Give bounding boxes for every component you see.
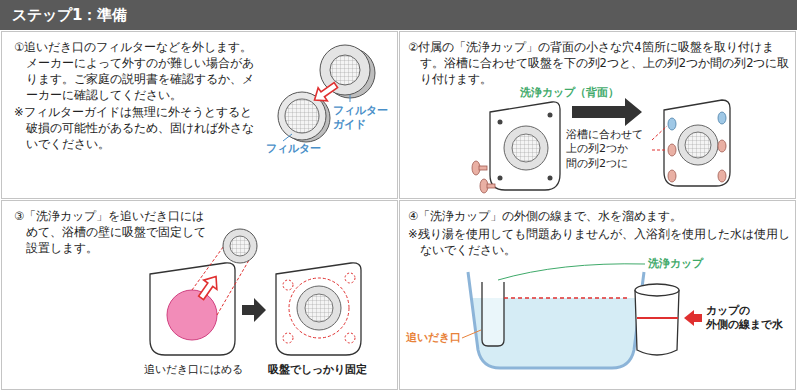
cup-back-drawing — [472, 102, 560, 193]
step-heading: ステップ1：準備 — [12, 5, 127, 25]
step-panel: ②付属の「洗浄カップ」の背面の小さな穴4箇所に吸盤を取り付けます。浴槽に合わせて… — [399, 31, 796, 199]
illustration-label: 洗浄カップ — [648, 257, 703, 271]
instruction-text: ①追いだき口のフィルターなどを外します。メーカーによって外すのが難しい場合があり… — [14, 40, 259, 103]
illustration-label: フィルターガイド — [333, 104, 393, 133]
step-arrow — [572, 98, 642, 126]
illustration-label: 浴槽に合わせて 上の列2つか 間の列2つに — [566, 128, 650, 171]
illustration-label: カップの 外側の線まで水 — [706, 304, 792, 333]
cup-with-suction-drawing — [664, 100, 730, 186]
step-arrow — [242, 298, 266, 322]
instruction-text: ④「洗浄カップ」の外側の線まで、水を溜めます。 — [408, 209, 793, 225]
note-text: ※フィルターガイドは無理に外そうとすると破損の可能性があるため、固ければ外さない… — [14, 105, 259, 153]
leader-line — [652, 126, 667, 150]
illustration-label: 追いだき口にはめる — [144, 363, 243, 377]
instruction-text: ③「洗浄カップ」を追いだき口にはめて、浴槽の壁に吸盤で固定して設置します。 — [14, 209, 216, 257]
step-panel: ③「洗浄カップ」を追いだき口にはめて、浴槽の壁に吸盤で固定して設置します。 — [1, 200, 398, 390]
step-panel: ④「洗浄カップ」の外側の線まで、水を溜めます。 ※残り湯を使用しても問題ありません… — [399, 200, 796, 390]
text-column: ③「洗浄カップ」を追いだき口にはめて、浴槽の壁に吸盤で固定して設置します。 — [14, 209, 216, 257]
cup-fixed-drawing — [276, 263, 361, 355]
leader-line — [350, 95, 351, 102]
leader-line — [498, 264, 645, 280]
cup-side-drawing — [635, 284, 702, 355]
bathtub-drawing — [468, 272, 644, 368]
instruction-text: ②付属の「洗浄カップ」の背面の小さな穴4箇所に吸盤を取り付けます。浴槽に合わせて… — [408, 40, 793, 88]
illustration-label: 吸盤でしっかり固定 — [268, 363, 367, 377]
leader-line — [283, 134, 292, 141]
note-text: ※残り湯を使用しても問題ありませんが、入浴剤を使用した水は使用しないでください。 — [408, 227, 793, 259]
cup-fit-drawing — [150, 229, 257, 355]
remove-arrow — [310, 79, 340, 107]
text-column: ②付属の「洗浄カップ」の背面の小さな穴4箇所に吸盤を取り付けます。浴槽に合わせて… — [408, 40, 793, 88]
illustration-label: 洗浄カップ（背面） — [520, 86, 619, 100]
text-column: ①追いだき口のフィルターなどを外します。メーカーによって外すのが難しい場合があり… — [14, 40, 259, 153]
text-column: ④「洗浄カップ」の外側の線まで、水を溜めます。 ※残り湯を使用しても問題ありません… — [408, 209, 793, 259]
illustration-label: フィルター — [266, 142, 321, 156]
illustration-label: 追いだき口 — [406, 331, 461, 345]
leader-line — [462, 330, 481, 338]
